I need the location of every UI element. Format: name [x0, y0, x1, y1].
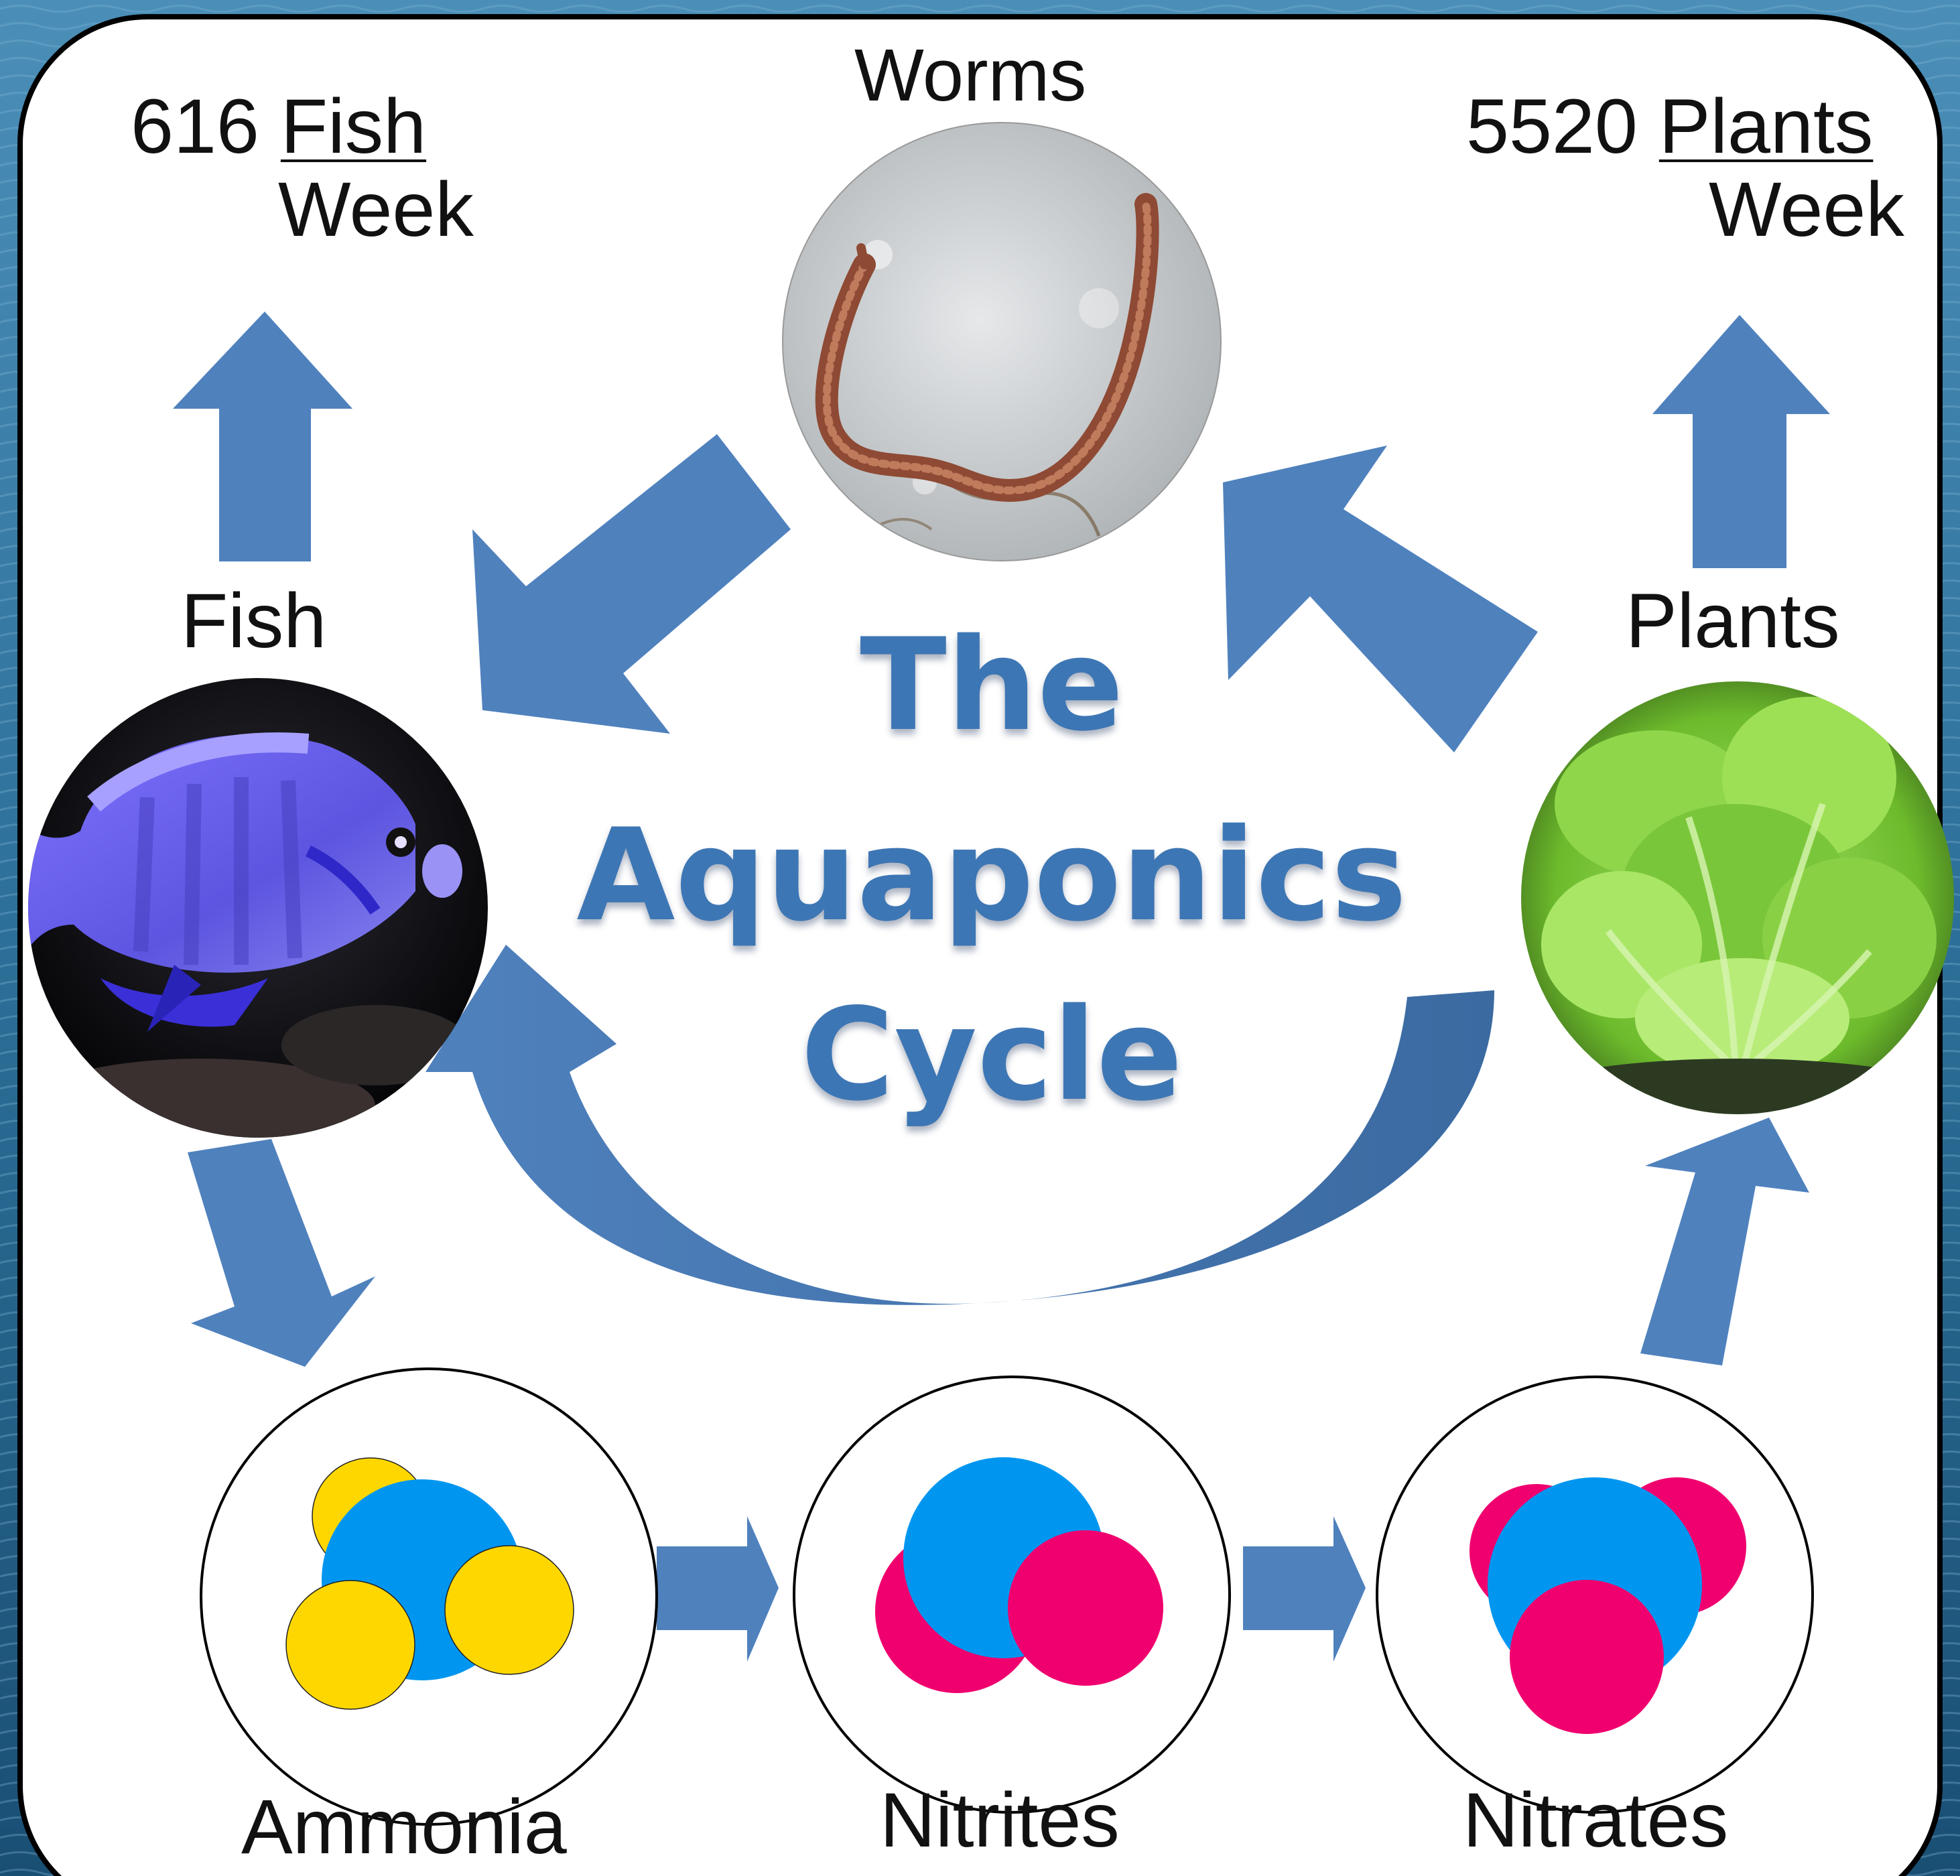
- fish-label: Fish: [181, 583, 326, 660]
- fish-rate-per: Week: [278, 172, 474, 249]
- fish-rate-value: 616: [131, 84, 259, 170]
- ammonia-molecule: [201, 1369, 657, 1824]
- hydrogen-atom: [445, 1546, 574, 1674]
- plants-label: Plants: [1626, 583, 1840, 660]
- ammonia-label: Ammonia: [241, 1789, 567, 1866]
- title-block: The Aquaponics Cycle: [556, 603, 1427, 1139]
- fish-rate-label: 616 Fish: [131, 88, 426, 165]
- hydrogen-atom: [286, 1581, 415, 1709]
- title-line-2: Aquaponics: [556, 812, 1427, 939]
- nitrites-label: Nitrites: [880, 1782, 1120, 1859]
- worms-label: Worms: [854, 39, 1086, 113]
- plants-rate-value: 5520: [1466, 84, 1638, 170]
- nitrites-molecule: [794, 1377, 1230, 1812]
- fish-rate-unit: Fish: [281, 84, 426, 170]
- oxygen-atom: [1008, 1530, 1163, 1686]
- oxygen-atom: [1510, 1580, 1664, 1734]
- nitrates-molecule: [1377, 1377, 1813, 1812]
- title-line-3: Cycle: [556, 992, 1427, 1119]
- worm-photo: [783, 123, 1221, 561]
- nitrates-label: Nitrates: [1463, 1782, 1728, 1859]
- plants-rate-unit: Plants: [1659, 84, 1874, 170]
- title-line-1: The: [556, 622, 1427, 749]
- plants-rate-label: 5520 Plants: [1466, 88, 1873, 165]
- plants-rate-per: Week: [1709, 172, 1904, 249]
